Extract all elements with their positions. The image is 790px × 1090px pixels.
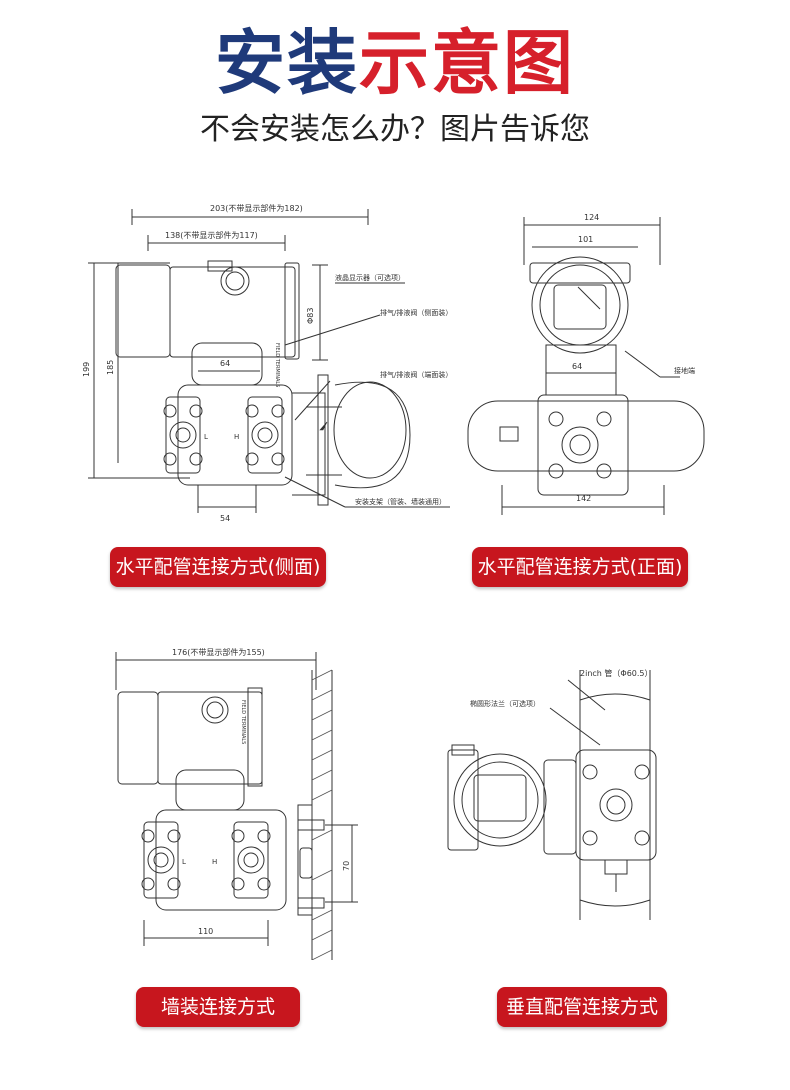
label-h-wall: H — [212, 858, 217, 866]
dim-101: 101 — [578, 235, 593, 244]
caption-vertical-pipe: 垂直配管连接方式 — [497, 987, 667, 1027]
label-brand: FIELD TERMINALS — [274, 343, 280, 387]
label-vent-end: 排气/排液阀（端面装） — [380, 370, 452, 379]
label-lcd: 液晶显示器（可选项） — [335, 273, 405, 282]
diagram-vertical-pipe: 2inch 管（Φ60.5） 椭圆形法兰（可选项） — [447, 668, 657, 920]
caption-horizontal-side: 水平配管连接方式(侧面) — [110, 547, 326, 587]
dim-142: 142 — [576, 494, 591, 503]
page-subtitle: 不会安装怎么办？图片告诉您 — [200, 112, 590, 147]
label-bracket: 安装支架（管装、墙装通用） — [355, 497, 446, 506]
caption-wall-mount: 墙装连接方式 — [136, 987, 300, 1027]
label-l-wall: L — [182, 858, 186, 866]
title-part-1: 安装 — [215, 22, 359, 104]
page-title: 安装示意图 — [0, 18, 790, 108]
diagram-wall-mount: 176(不带显示部件为155) 110 70 FIELD TERMINALS L… — [115, 647, 358, 960]
label-flange: 椭圆形法兰（可选项） — [470, 699, 540, 708]
dim-dia83: Φ83 — [306, 308, 315, 324]
dim-pipe: 2inch 管（Φ60.5） — [580, 668, 653, 678]
label-l: L — [204, 433, 208, 441]
label-brand-wall: FIELD TERMINALS — [240, 700, 246, 744]
dim-176: 176(不带显示部件为155) — [172, 647, 265, 657]
dim-54: 54 — [220, 514, 230, 523]
label-h: H — [234, 433, 239, 441]
dim-64: 64 — [220, 359, 230, 368]
label-vent-side: 排气/排液阀（侧面装） — [380, 308, 452, 317]
dim-199: 199 — [82, 362, 91, 377]
dim-124: 124 — [584, 213, 599, 222]
dim-70: 70 — [342, 861, 351, 871]
title-part-2: 示意图 — [359, 22, 575, 104]
dim-64-front: 64 — [572, 362, 582, 371]
diagram-horizontal-front: 124 101 64 142 接地端 — [467, 213, 705, 515]
dim-203: 203(不带显示部件为182) — [210, 203, 303, 213]
dim-185: 185 — [106, 360, 115, 375]
dim-110: 110 — [198, 927, 213, 936]
dim-138: 138(不带显示部件为117) — [165, 230, 258, 240]
caption-horizontal-front: 水平配管连接方式(正面) — [472, 547, 688, 587]
label-ground: 接地端 — [674, 366, 695, 375]
diagram-horizontal-side: 203(不带显示部件为182) 138(不带显示部件为117) 199 185 … — [82, 203, 452, 523]
